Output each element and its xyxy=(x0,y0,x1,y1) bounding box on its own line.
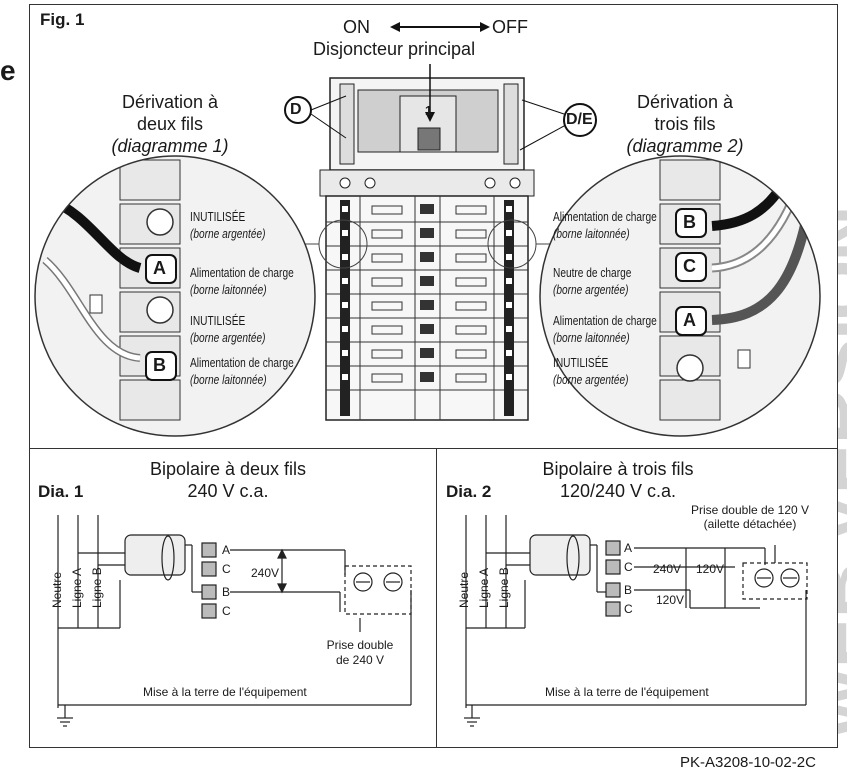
dia2-title-line2: 120/240 V c.a. xyxy=(559,481,677,501)
right-label-3-main: Alimentation de charge xyxy=(553,313,657,328)
dia1-label: Dia. 1 xyxy=(38,482,84,501)
right-label-2-main: Neutre de charge xyxy=(553,265,632,280)
dia1-outlet-line2: de 240 V xyxy=(335,653,385,667)
dia2-label: Dia. 2 xyxy=(446,482,492,501)
dia2-title-line1: Bipolaire à trois fils xyxy=(542,459,694,479)
footer-code: PK-A3208-10-02-2C xyxy=(680,754,816,771)
right-label-2-sub: (borne argentée) xyxy=(553,282,629,297)
fig1-label: Fig. 1 xyxy=(40,10,85,29)
left-terminal-a: A xyxy=(153,258,166,278)
left-label-3-main: INUTILISÉE xyxy=(190,313,246,328)
dia2-line-a: Ligne A xyxy=(477,567,491,608)
dia1-title-line1: Bipolaire à deux fils xyxy=(149,459,307,479)
left-label-4-main: Alimentation de charge xyxy=(190,355,294,370)
switch-on-label: ON xyxy=(343,17,370,37)
right-title-line2: trois fils xyxy=(654,114,716,134)
right-label-4-main: INUTILISÉE xyxy=(553,355,609,370)
right-label-1-sub: (borne laitonnée) xyxy=(553,226,630,241)
right-label-4-sub: (borne argentée) xyxy=(553,372,629,387)
dia2-line-b: Ligne B xyxy=(497,567,511,608)
left-title-line3: (diagramme 1) xyxy=(111,136,229,156)
dia1-title-line2: 240 V c.a. xyxy=(187,481,269,501)
tag-d: D xyxy=(290,101,302,118)
right-terminal-c: C xyxy=(683,256,696,276)
left-label-3-sub: (borne argentée) xyxy=(190,330,266,345)
dia1-line-b: Ligne B xyxy=(90,567,104,608)
dia2-panel xyxy=(436,448,838,748)
dia2-outlet-line1: Prise double de 120 V xyxy=(690,503,810,517)
left-label-1-sub: (borne argentée) xyxy=(190,226,266,241)
right-terminal-a: A xyxy=(683,310,696,330)
right-terminal-b: B xyxy=(683,212,696,232)
dia2-voltage-240: 240V xyxy=(653,562,682,576)
dia1-terminal-a: A xyxy=(222,543,231,557)
left-label-2-sub: (borne laitonnée) xyxy=(190,282,267,297)
right-label-1-main: Alimentation de charge xyxy=(553,209,657,224)
left-label-2-main: Alimentation de charge xyxy=(190,265,294,280)
dia1-ground: Mise à la terre de l'équipement xyxy=(143,685,307,699)
main-breaker-label: Disjoncteur principal xyxy=(313,39,476,59)
dia2-voltage-120-lower: 120V xyxy=(656,593,685,607)
dia2-line-neutre: Neutre xyxy=(457,571,471,608)
right-title-line3: (diagramme 2) xyxy=(626,136,744,156)
dia2-terminal-c2: C xyxy=(624,602,633,616)
dia1-line-a: Ligne A xyxy=(70,567,84,608)
dia1-line-neutre: Neutre xyxy=(50,571,64,608)
dia1-terminal-c2: C xyxy=(222,604,231,618)
dia1-terminal-c1: C xyxy=(222,562,231,576)
breaker-panel xyxy=(318,77,537,421)
right-title-line1: Dérivation à xyxy=(636,92,734,112)
dia2-terminal-b: B xyxy=(624,583,633,597)
dia2-terminal-c1: C xyxy=(624,560,633,574)
left-label-4-sub: (borne laitonnée) xyxy=(190,372,267,387)
left-terminal-b: B xyxy=(153,355,166,375)
dia2-ground: Mise à la terre de l'équipement xyxy=(545,685,709,699)
dia2-voltage-120-upper: 120V xyxy=(696,562,725,576)
left-title-line2: deux fils xyxy=(136,114,204,134)
dia1-voltage: 240V xyxy=(251,566,280,580)
breaker-number: 1 xyxy=(425,103,433,118)
dia1-outlet-line1: Prise double xyxy=(326,638,394,652)
right-label-3-sub: (borne laitonnée) xyxy=(553,330,630,345)
dia2-terminal-a: A xyxy=(624,541,633,555)
left-title-line1: Dérivation à xyxy=(121,92,219,112)
dia1-panel xyxy=(29,448,437,748)
dia1-terminal-b: B xyxy=(222,585,231,599)
dia2-outlet-line2: (ailette détachée) xyxy=(703,517,797,531)
switch-off-label: OFF xyxy=(492,17,528,37)
left-label-1-main: INUTILISÉE xyxy=(190,209,246,224)
edge-letter: e xyxy=(0,55,16,86)
tag-de: D/E xyxy=(566,111,593,128)
